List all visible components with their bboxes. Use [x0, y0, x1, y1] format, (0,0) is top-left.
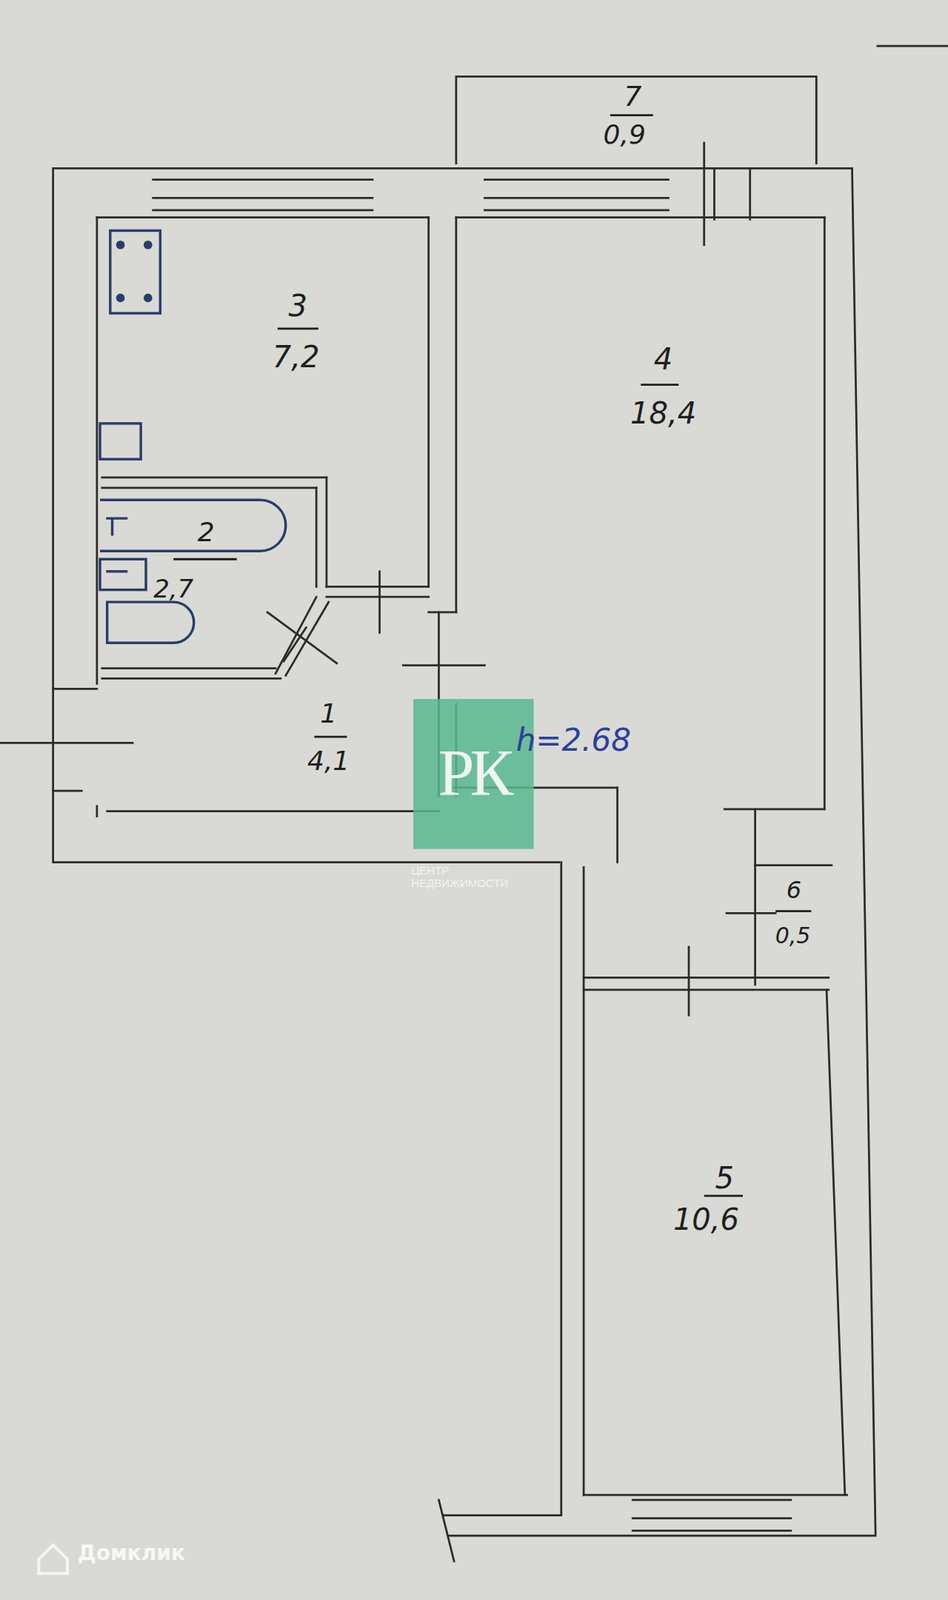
logo-icon: [38, 1545, 68, 1575]
callout-number: 10,6: [673, 1203, 740, 1237]
logo-plate: [413, 699, 534, 850]
callout-number: 7,2: [272, 340, 320, 374]
fixtures: [99, 230, 286, 643]
callout-number: 2: [197, 517, 215, 548]
watermark: Домклик: [77, 1542, 186, 1566]
callout-number: 6: [786, 877, 802, 904]
watermark: ЦЕНТР НЕДВИЖИМОСТИ: [411, 865, 530, 890]
callout-number: 4,1: [307, 746, 350, 777]
callout-number: 1: [319, 699, 337, 730]
callout-number: 4: [653, 342, 673, 376]
callout-number: h=2.68: [516, 723, 632, 758]
callout-number: 2,7: [153, 576, 194, 604]
walls: [0, 45, 948, 1562]
callout-number: 18,4: [630, 396, 697, 430]
callout-number: 5: [715, 1162, 734, 1195]
callout-number: 0,5: [775, 923, 811, 948]
logo-text: РК: [437, 737, 509, 810]
callout-number: 0,9: [603, 119, 646, 150]
callout-number: 3: [288, 289, 308, 323]
callout-number: 7: [623, 81, 642, 113]
fraction-lines: [173, 115, 811, 1197]
